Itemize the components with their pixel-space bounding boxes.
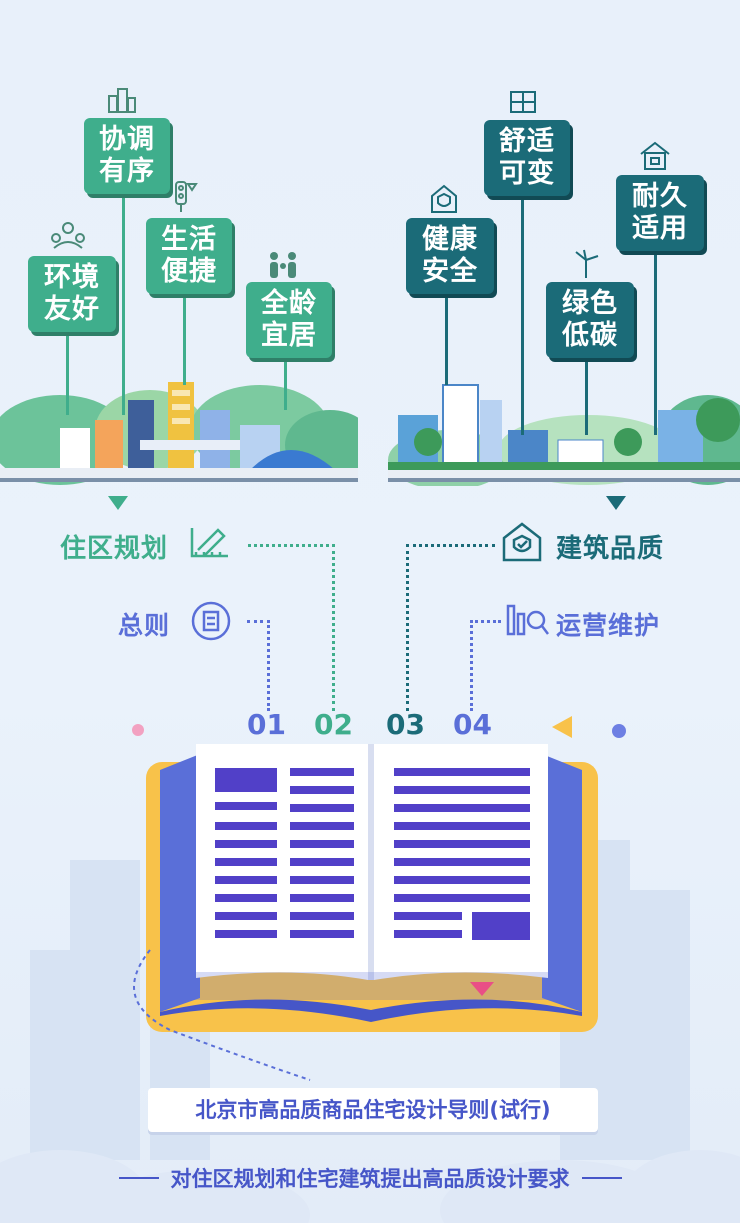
- pink-dot: [132, 724, 144, 736]
- connector-planning: [248, 544, 335, 711]
- stem-coordination: [122, 190, 125, 415]
- stem-health: [445, 295, 448, 385]
- sign-line: 适用: [632, 213, 688, 244]
- subtitle-row: 对住区规划和住宅建筑提出高品质设计要求: [70, 1160, 670, 1196]
- sign-durable-applicable: 耐久 适用: [616, 175, 704, 251]
- triangle-down-icon: [606, 496, 626, 510]
- house-icon: [640, 141, 670, 170]
- sign-line: 可变: [499, 158, 555, 189]
- sign-line: 安全: [422, 256, 478, 287]
- right-city-illustration: [388, 384, 740, 486]
- dotted-curve: [133, 949, 311, 1081]
- divider-line: [118, 1177, 159, 1179]
- house-shield-icon: [502, 522, 542, 562]
- sign-line: 舒适: [499, 126, 555, 157]
- sign-environment-friendly: 环境 友好: [28, 256, 116, 332]
- number-01: 01: [247, 708, 286, 741]
- sign-line: 低碳: [562, 320, 618, 351]
- sign-line: 便捷: [161, 256, 217, 287]
- sign-line: 有序: [99, 156, 155, 187]
- stem-environment: [66, 330, 69, 415]
- sign-line: 友好: [44, 294, 100, 325]
- sign-comfort-adaptable: 舒适 可变: [484, 120, 570, 196]
- blue-dot: [612, 724, 626, 738]
- number-02: 02: [314, 708, 353, 741]
- sign-line: 协调: [99, 124, 155, 155]
- sign-line: 全龄: [261, 288, 317, 319]
- sign-line: 耐久: [632, 181, 688, 212]
- sign-coordinated-order: 协调 有序: [84, 118, 170, 194]
- subtitle-text: 对住区规划和住宅建筑提出高品质设计要求: [170, 1167, 570, 1191]
- connector-general: [247, 620, 270, 711]
- stem-lowcarbon: [585, 355, 588, 435]
- ruler-pencil-icon: [190, 528, 228, 558]
- document-circle-icon: [191, 601, 231, 641]
- connector-quality: [406, 544, 495, 711]
- book-title-banner: 北京市高品质商品住宅设计导则(试行): [148, 1088, 598, 1132]
- number-04: 04: [453, 708, 492, 741]
- number-03: 03: [386, 708, 425, 741]
- sign-green-low-carbon: 绿色 低碳: [546, 282, 634, 358]
- triangle-down-icon: [108, 496, 128, 510]
- connector-operation: [470, 620, 501, 711]
- chart-magnifier-icon: [506, 604, 549, 636]
- triangle-left-icon: [552, 716, 572, 738]
- stem-life: [183, 295, 186, 385]
- buildings-icon: [108, 88, 136, 113]
- sign-line: 环境: [44, 262, 100, 293]
- category-general: 总则: [118, 611, 171, 640]
- stem-age: [284, 355, 287, 410]
- divider-line: [581, 1177, 622, 1179]
- sign-health-safety: 健康 安全: [406, 218, 494, 294]
- sign-line: 健康: [422, 224, 478, 255]
- sign-line: 生活: [161, 224, 217, 255]
- category-planning: 住区规划: [60, 534, 169, 564]
- sign-all-age-livable: 全龄 宜居: [246, 282, 332, 358]
- stem-comfort: [521, 195, 524, 435]
- sign-line: 宜居: [261, 320, 317, 351]
- layout-icon: [510, 91, 536, 113]
- sign-line: 绿色: [562, 288, 618, 319]
- traffic-light-icon: [175, 181, 198, 212]
- shield-house-icon: [431, 184, 457, 213]
- left-city-illustration: [0, 382, 358, 485]
- sign-convenient-life: 生活 便捷: [146, 218, 232, 294]
- stem-durable: [654, 250, 657, 435]
- open-book-illustration: [146, 744, 598, 1032]
- community-icon: [51, 222, 85, 249]
- category-quality: 建筑品质: [556, 534, 665, 564]
- category-operation: 运营维护: [556, 611, 661, 640]
- family-icon: [270, 252, 296, 278]
- wind-turbine-icon: [575, 249, 599, 278]
